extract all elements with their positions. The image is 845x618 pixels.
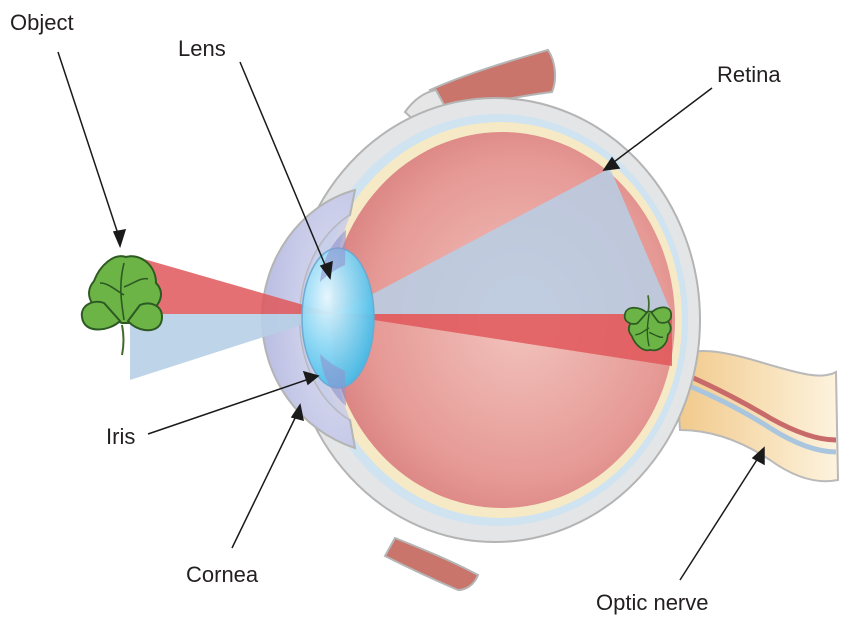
label-lens: Lens [178,36,226,61]
iris-leader-line [148,378,312,434]
label-iris: Iris [106,424,135,449]
lens-leader-line [240,62,328,272]
retina-leader-line [610,88,712,165]
label-cornea: Cornea [186,562,259,587]
object-leader-line [58,52,120,240]
lens-shape [302,248,374,388]
label-retina: Retina [717,62,781,87]
optic-nerve-leader-line [680,455,760,580]
object-arrowhead [114,230,125,246]
lower-muscle [385,538,478,590]
label-optic-nerve: Optic nerve [596,590,709,615]
cornea-leader-line [232,412,298,548]
label-object: Object [10,10,74,35]
